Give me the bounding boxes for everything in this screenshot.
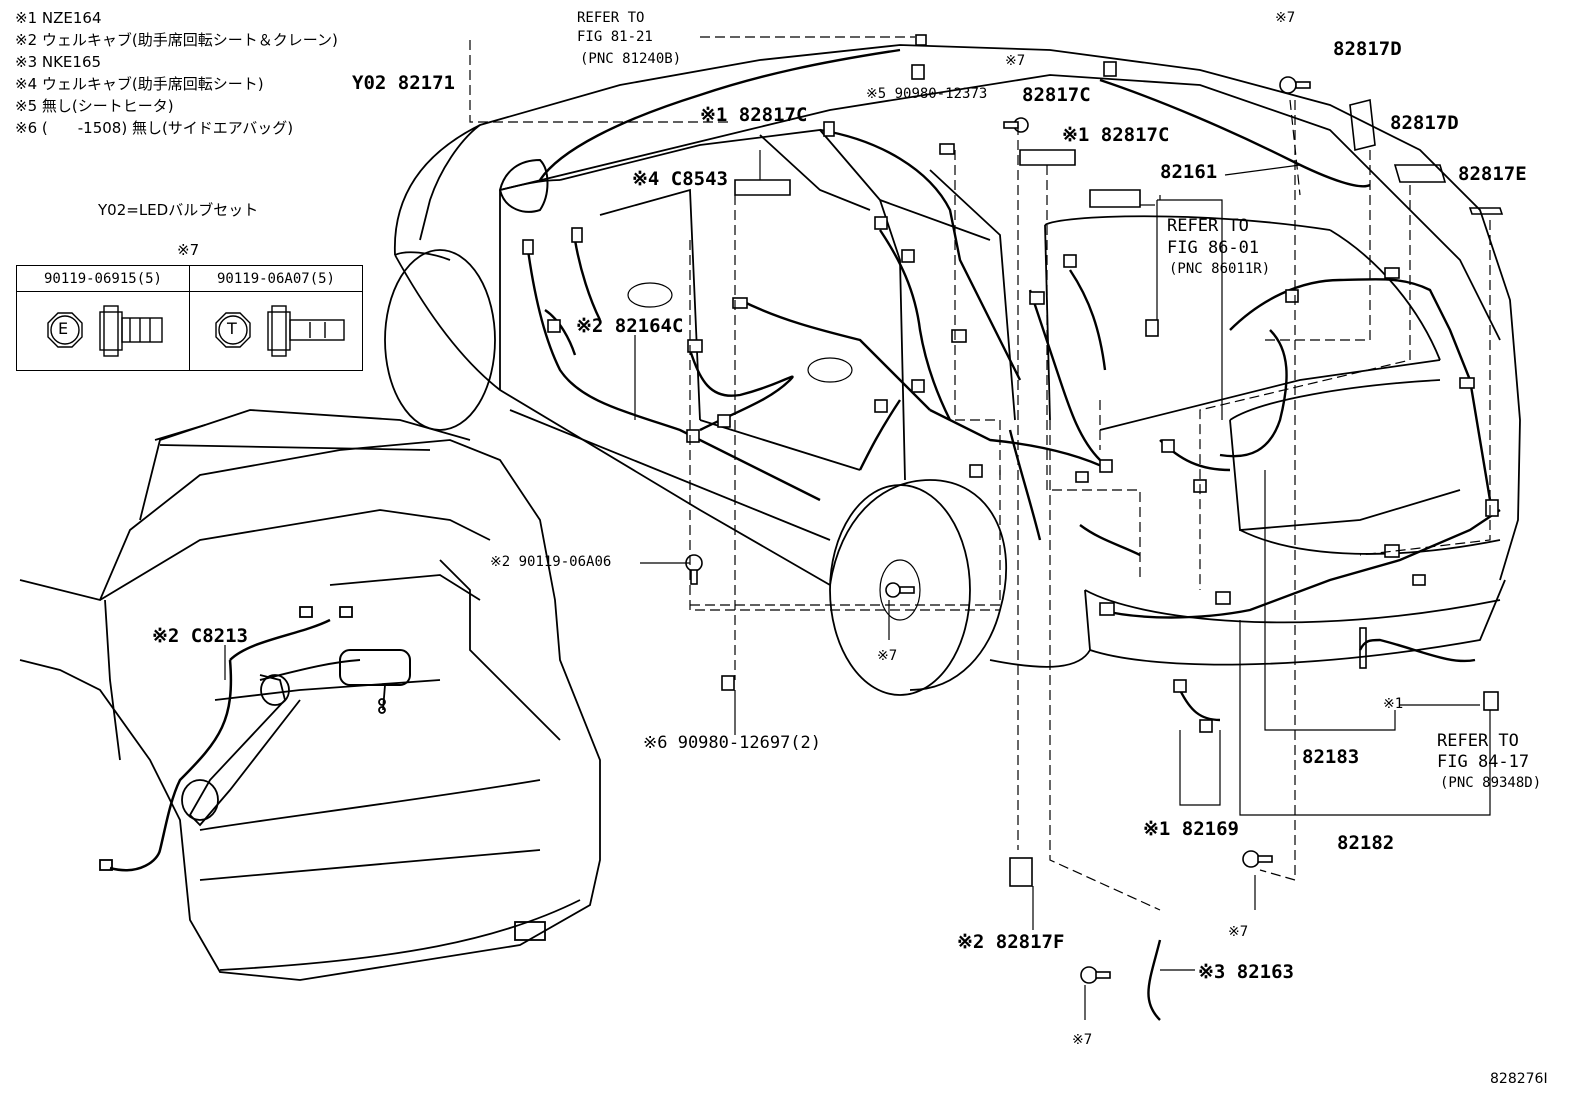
bolts	[685, 76, 1311, 984]
refer-84-line3[interactable]: (PNC 89348D)	[1440, 775, 1542, 791]
refer-86-line2[interactable]: FIG 86-01	[1167, 238, 1260, 258]
part-c8543[interactable]: ※4 C8543	[632, 168, 728, 190]
callout-note7-top-a: ※7	[1005, 53, 1026, 69]
bolt-pic-2	[189, 291, 363, 371]
part-y02-82171[interactable]: Y02 82171	[352, 72, 455, 94]
callout-note1-right: ※1	[1383, 696, 1404, 712]
refer-81-line1[interactable]: REFER TO	[577, 10, 645, 26]
part-90119-06a06[interactable]: ※2 90119-06A06	[490, 554, 612, 570]
harness-connectors	[522, 34, 1499, 733]
callout-note7-bottom: ※7	[1072, 1032, 1093, 1048]
note-3: ※3 NKE165	[15, 53, 102, 71]
vehicle-body-outline	[384, 44, 1521, 696]
refer-81-line2[interactable]: FIG 81-21	[577, 29, 653, 45]
part-82169[interactable]: ※1 82169	[1143, 818, 1239, 840]
bolt-pic-1	[16, 291, 190, 371]
note-2: ※2 ウェルキャブ(助手席回転シート＆クレーン)	[15, 31, 338, 49]
bolt-part-2[interactable]: 90119-06A07(5)	[189, 265, 363, 292]
part-82817c-b[interactable]: 82817C	[1022, 84, 1091, 106]
note-5: ※5 無し(シートヒータ)	[15, 97, 174, 115]
figure-id: 828276I	[1490, 1071, 1548, 1087]
part-c8213[interactable]: ※2 C8213	[152, 625, 248, 647]
bolt-part-1[interactable]: 90119-06915(5)	[16, 265, 190, 292]
callout-note7-wheel: ※7	[877, 648, 898, 664]
part-82817d-b[interactable]: 82817D	[1390, 112, 1459, 134]
part-82817f[interactable]: ※2 82817F	[957, 931, 1065, 953]
part-82183[interactable]: 82183	[1302, 746, 1360, 768]
sticker-pads	[734, 99, 1504, 887]
part-82163[interactable]: ※3 82163	[1198, 961, 1294, 983]
note-4: ※4 ウェルキャブ(助手席回転シート)	[15, 75, 264, 93]
bolt-stamp-e: E	[58, 319, 69, 338]
back-door-inset-outline	[19, 409, 601, 981]
part-90980-12697[interactable]: ※6 90980-12697(2)	[643, 733, 822, 753]
y02-note: Y02=LEDバルブセット	[98, 201, 259, 219]
callout-note7-top-b: ※7	[1275, 10, 1296, 26]
part-82817c-a[interactable]: ※1 82817C	[700, 104, 808, 126]
part-82161[interactable]: 82161	[1160, 161, 1218, 183]
part-82817c-c[interactable]: ※1 82817C	[1062, 124, 1170, 146]
part-90980-12373[interactable]: ※5 90980-12373	[866, 86, 988, 102]
part-82817d-a[interactable]: 82817D	[1333, 38, 1402, 60]
part-82182[interactable]: 82182	[1337, 832, 1395, 854]
refer-84-line1[interactable]: REFER TO	[1437, 731, 1519, 751]
refer-84-line2[interactable]: FIG 84-17	[1437, 752, 1530, 772]
refer-81-line3[interactable]: (PNC 81240B)	[580, 51, 682, 67]
note-1: ※1 NZE164	[15, 9, 102, 27]
refer-86-line3[interactable]: (PNC 86011R)	[1169, 261, 1271, 277]
bolt-table: 90119-06915(5) 90119-06A07(5)	[16, 265, 363, 371]
bolt-table-ref: ※7	[177, 241, 200, 259]
harness-lines	[526, 48, 1501, 1021]
note-6: ※6 ( -1508) 無し(サイドエアバッグ)	[15, 119, 294, 137]
solid-leaders	[224, 150, 1491, 1020]
part-82817e[interactable]: 82817E	[1458, 163, 1527, 185]
refer-86-line1[interactable]: REFER TO	[1167, 216, 1249, 236]
part-82164c[interactable]: ※2 82164C	[576, 315, 684, 337]
bolt-stamp-t: T	[227, 319, 237, 338]
callout-note7-bolt-mid: ※7	[1228, 924, 1249, 940]
leader-lines	[469, 36, 1491, 911]
